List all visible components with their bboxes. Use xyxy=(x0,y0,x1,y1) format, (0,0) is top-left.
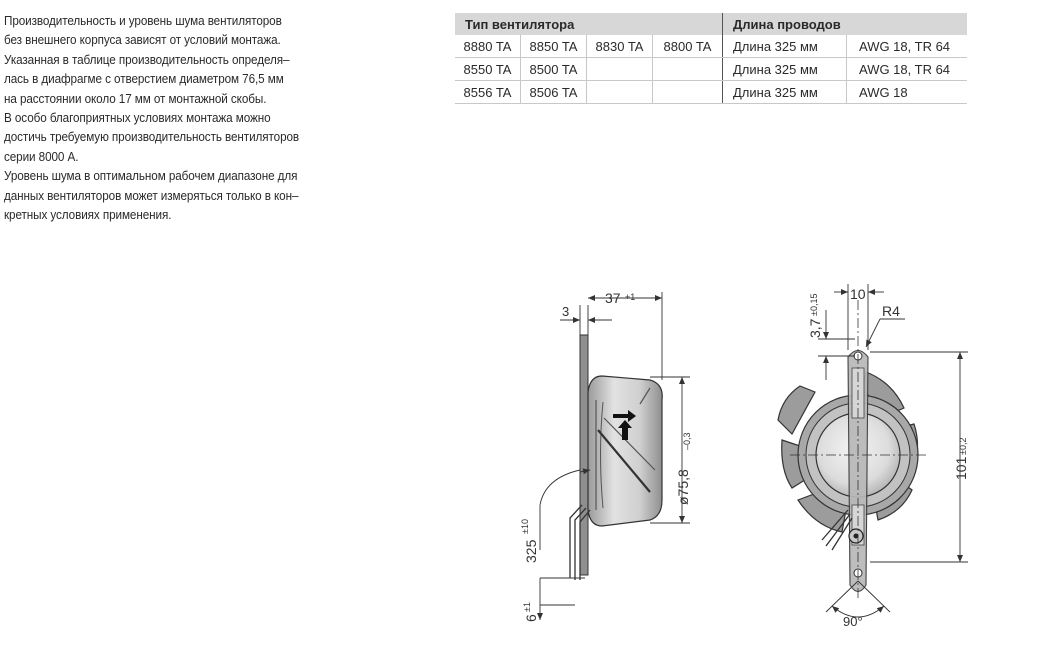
dim-angle: 90° xyxy=(843,614,863,629)
description-line: данных вентиляторов может измеряться тол… xyxy=(4,188,299,203)
type-cell: 8506 TA xyxy=(520,80,587,104)
dim-hole-offset: 3,7 xyxy=(807,318,823,338)
dim-diameter: ø75,8 xyxy=(675,469,691,505)
dim-width: 10 xyxy=(850,286,866,302)
type-cell: 8550 TA xyxy=(455,57,521,81)
dim-height-tol: ±0,2 xyxy=(958,438,968,455)
length-cell: Длина 325 мм xyxy=(722,57,847,81)
awg-cell: AWG 18, TR 64 xyxy=(846,57,967,81)
type-cell xyxy=(586,80,653,104)
header-wire-length: Длина проводов xyxy=(722,13,967,35)
type-cell xyxy=(586,57,653,81)
table-row: 8550 TA 8500 TA Длина 325 мм AWG 18, TR … xyxy=(455,57,967,81)
description-line: серии 8000 А. xyxy=(4,149,79,164)
type-cell: 8800 TA xyxy=(652,35,723,58)
table-row: 8556 TA 8506 TA Длина 325 мм AWG 18 xyxy=(455,80,967,104)
type-cell xyxy=(652,57,723,81)
dim-depth: 37 xyxy=(605,290,621,306)
description-text: Производительность и уровень шума вентил… xyxy=(4,12,348,225)
side-view-dimensions xyxy=(537,292,690,620)
table-row: 8880 TA 8850 TA 8830 TA 8800 TA Длина 32… xyxy=(455,35,967,58)
dim-thickness: 3 xyxy=(562,304,569,319)
length-cell: Длина 325 мм xyxy=(722,35,847,58)
awg-cell: AWG 18 xyxy=(846,80,967,104)
awg-cell: AWG 18, TR 64 xyxy=(846,35,967,58)
type-cell: 8880 TA xyxy=(455,35,521,58)
dim-depth-tol: +1 xyxy=(625,292,635,302)
length-cell: Длина 325 мм xyxy=(722,80,847,104)
dim-diameter-tol: –0,3 xyxy=(682,432,692,450)
dim-strip-tol: ±1 xyxy=(522,602,532,612)
type-cell: 8500 TA xyxy=(520,57,587,81)
dim-radius: R4 xyxy=(882,303,900,319)
description-line: кретных условиях применения. xyxy=(4,208,172,223)
dim-wire-length: 325 xyxy=(523,539,539,563)
side-view-labels: 3 37 +1 ø75,8 –0,3 325 ±10 6 ±1 xyxy=(520,290,692,622)
dim-wire-length-tol: ±10 xyxy=(520,519,530,534)
description-line: на расстоянии около 17 мм от монтажной с… xyxy=(4,91,267,106)
fan-side-view xyxy=(569,334,663,580)
type-cell: 8830 TA xyxy=(586,35,653,58)
description-line: без внешнего корпуса зависят от условий … xyxy=(4,33,281,48)
description-line: Производительность и уровень шума вентил… xyxy=(4,14,282,28)
front-view-labels: 10 R4 3,7 ±0,15 101 ±0,2 90° xyxy=(807,286,969,629)
description-line: Указанная в таблице производительность о… xyxy=(4,52,290,67)
type-cell: 8556 TA xyxy=(455,80,521,104)
description-line: достичь требуемую производительность вен… xyxy=(4,130,300,145)
header-fan-type: Тип вентилятора xyxy=(455,13,723,35)
description-line: Уровень шума в оптимальном рабочем диапа… xyxy=(4,169,298,184)
description-line: В особо благоприятных условиях монтажа м… xyxy=(4,111,271,126)
front-view-dimensions xyxy=(818,284,968,618)
fan-front-view xyxy=(777,300,926,600)
type-cell xyxy=(652,80,723,104)
table-header-row: Тип вентилятора Длина проводов xyxy=(455,13,967,35)
description-line: лась в диафрагме с отверстием диаметром … xyxy=(4,72,284,87)
dim-height: 101 xyxy=(953,456,969,480)
dim-hole-offset-tol: ±0,15 xyxy=(809,294,819,316)
fan-spec-table: Тип вентилятора Длина проводов 8880 TA 8… xyxy=(455,13,967,104)
dim-strip: 6 xyxy=(523,614,539,622)
type-cell: 8850 TA xyxy=(520,35,587,58)
